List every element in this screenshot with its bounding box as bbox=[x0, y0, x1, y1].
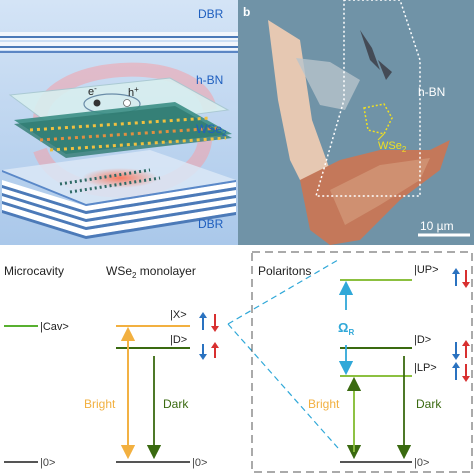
hole-dot bbox=[123, 99, 131, 107]
dbr-bottom-label: DBR bbox=[198, 217, 224, 231]
hbn-outline bbox=[315, 0, 421, 197]
electron-label: e- bbox=[88, 84, 97, 98]
bright-label-mid: Bright bbox=[84, 397, 116, 411]
cav-label: |Cav> bbox=[40, 321, 69, 333]
monolayer-title: WSe2 monolayer bbox=[106, 264, 196, 280]
bottom-dbr-stack bbox=[2, 150, 236, 239]
wse2-label-b: WSe2 bbox=[378, 140, 407, 154]
d-label-mid: |D> bbox=[170, 334, 187, 346]
bright-label-right: Bright bbox=[308, 397, 340, 411]
polariton-box bbox=[251, 251, 473, 473]
energy-diagram: Microcavity WSe2 monolayer |Cav> |0> |X>… bbox=[4, 251, 473, 473]
scale-bar-label: 10 µm bbox=[420, 219, 454, 233]
flake-translucent bbox=[296, 58, 360, 110]
flake-upper bbox=[268, 20, 330, 200]
connector-lower bbox=[227, 323, 339, 449]
wse2-lattice bbox=[14, 102, 232, 158]
microcavity-title: Microcavity bbox=[4, 264, 64, 278]
zero-label-mid: |0> bbox=[192, 457, 207, 469]
zero-label-left: |0> bbox=[40, 457, 55, 469]
hole-label: h+ bbox=[128, 85, 139, 99]
connector-upper bbox=[227, 259, 339, 325]
spin-arrows-right bbox=[452, 268, 470, 382]
hbn-label-b: h-BN bbox=[418, 85, 445, 99]
zero-label-right: |0> bbox=[414, 457, 429, 469]
rabi-label: ΩR bbox=[338, 320, 354, 337]
top-dbr-stack bbox=[0, 32, 238, 53]
dark-label-mid: Dark bbox=[163, 397, 189, 411]
panel-b: b h-BN WSe2 10 µm bbox=[238, 0, 474, 245]
panel-b-letter: b bbox=[243, 5, 250, 19]
polaritons-title: Polaritons bbox=[258, 264, 311, 278]
wse2-pointer bbox=[377, 133, 385, 141]
wse2-label-a: WSe2 bbox=[196, 122, 227, 138]
up-label: |UP> bbox=[414, 264, 439, 276]
electron-dot bbox=[93, 99, 101, 107]
spin-arrows-mid bbox=[199, 312, 219, 360]
wse2-outline bbox=[363, 103, 393, 135]
hbn-label-a: h-BN bbox=[196, 73, 223, 87]
dbr-top-label: DBR bbox=[198, 7, 224, 21]
x-label: |X> bbox=[170, 309, 187, 321]
lp-label: |LP> bbox=[414, 362, 437, 374]
dark-label-right: Dark bbox=[416, 397, 442, 411]
d-label-right: |D> bbox=[414, 334, 431, 346]
panel-a: DBR h-BN e- h+ WSe2 DBR bbox=[0, 0, 238, 245]
